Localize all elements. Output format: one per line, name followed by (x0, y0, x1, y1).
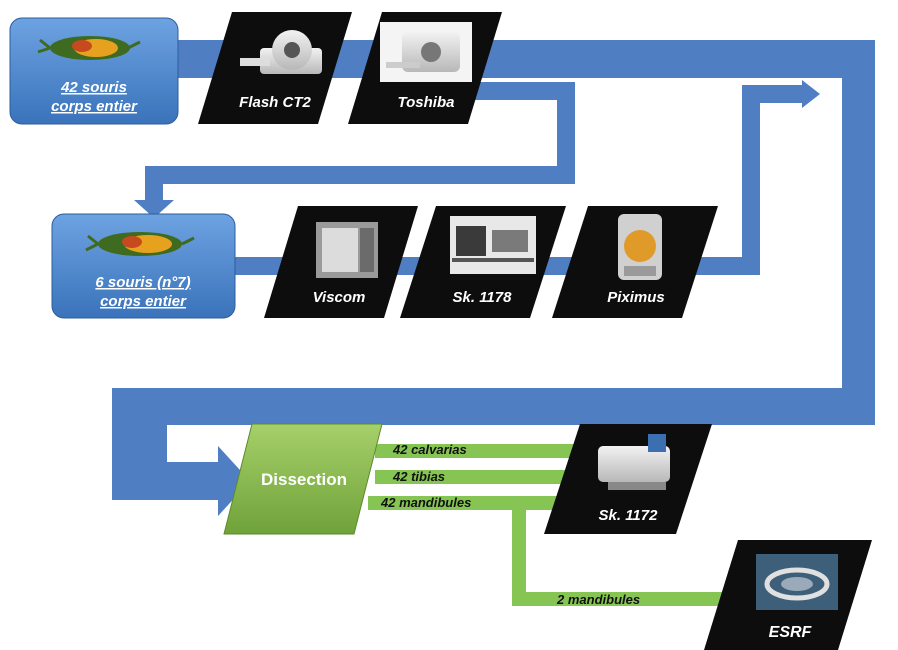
lab-bench-icon (450, 216, 536, 274)
group1-line1: 42 souris (60, 79, 127, 96)
group2-line1: 6 souris (n°7) (95, 274, 190, 291)
xray-cabinet-icon (316, 222, 378, 278)
dissection-box: Dissection (223, 423, 383, 535)
output-label-calvarias: 42 calvarias (392, 442, 467, 457)
flash-ct2-label: Flash CT2 (239, 94, 311, 111)
ct-scanner-icon (240, 30, 322, 74)
scanner-flash-ct2: Flash CT2 (198, 12, 352, 124)
output-label-tibias: 42 tibias (392, 469, 445, 484)
scanner-toshiba: Toshiba (348, 12, 502, 124)
scanner-viscom: Viscom (264, 206, 418, 318)
micro-ct-icon (598, 434, 670, 490)
scanner-sk1178: Sk. 1178 (400, 206, 566, 318)
dissection-label: Dissection (261, 470, 347, 489)
scanner-esrf: ESRF (704, 540, 872, 650)
source-group-2: 6 souris (n°7) corps entier (51, 213, 236, 319)
piximus-label: Piximus (607, 289, 665, 306)
sk1178-label: Sk. 1178 (453, 289, 513, 306)
scanner-piximus: Piximus (552, 206, 718, 318)
toshiba-label: Toshiba (398, 94, 455, 111)
source-group-1: 42 souris corps entier (9, 17, 179, 125)
sk1172-label: Sk. 1172 (599, 507, 659, 524)
esrf-label: ESRF (769, 624, 813, 641)
viscom-label: Viscom (313, 289, 366, 306)
green-links (368, 444, 730, 606)
synchrotron-icon (756, 554, 838, 610)
densitometer-icon (618, 214, 662, 280)
mouse-icon (85, 232, 195, 256)
group1-line2: corps entier (51, 98, 138, 115)
mouse-icon (37, 36, 141, 60)
output-label-mandibules: 42 mandibules (380, 495, 471, 510)
scanner-sk1172: Sk. 1172 (544, 424, 712, 534)
esrf-link-label: 2 mandibules (556, 592, 640, 607)
group2-line2: corps entier (100, 293, 187, 310)
ct-scanner-icon (380, 22, 472, 82)
